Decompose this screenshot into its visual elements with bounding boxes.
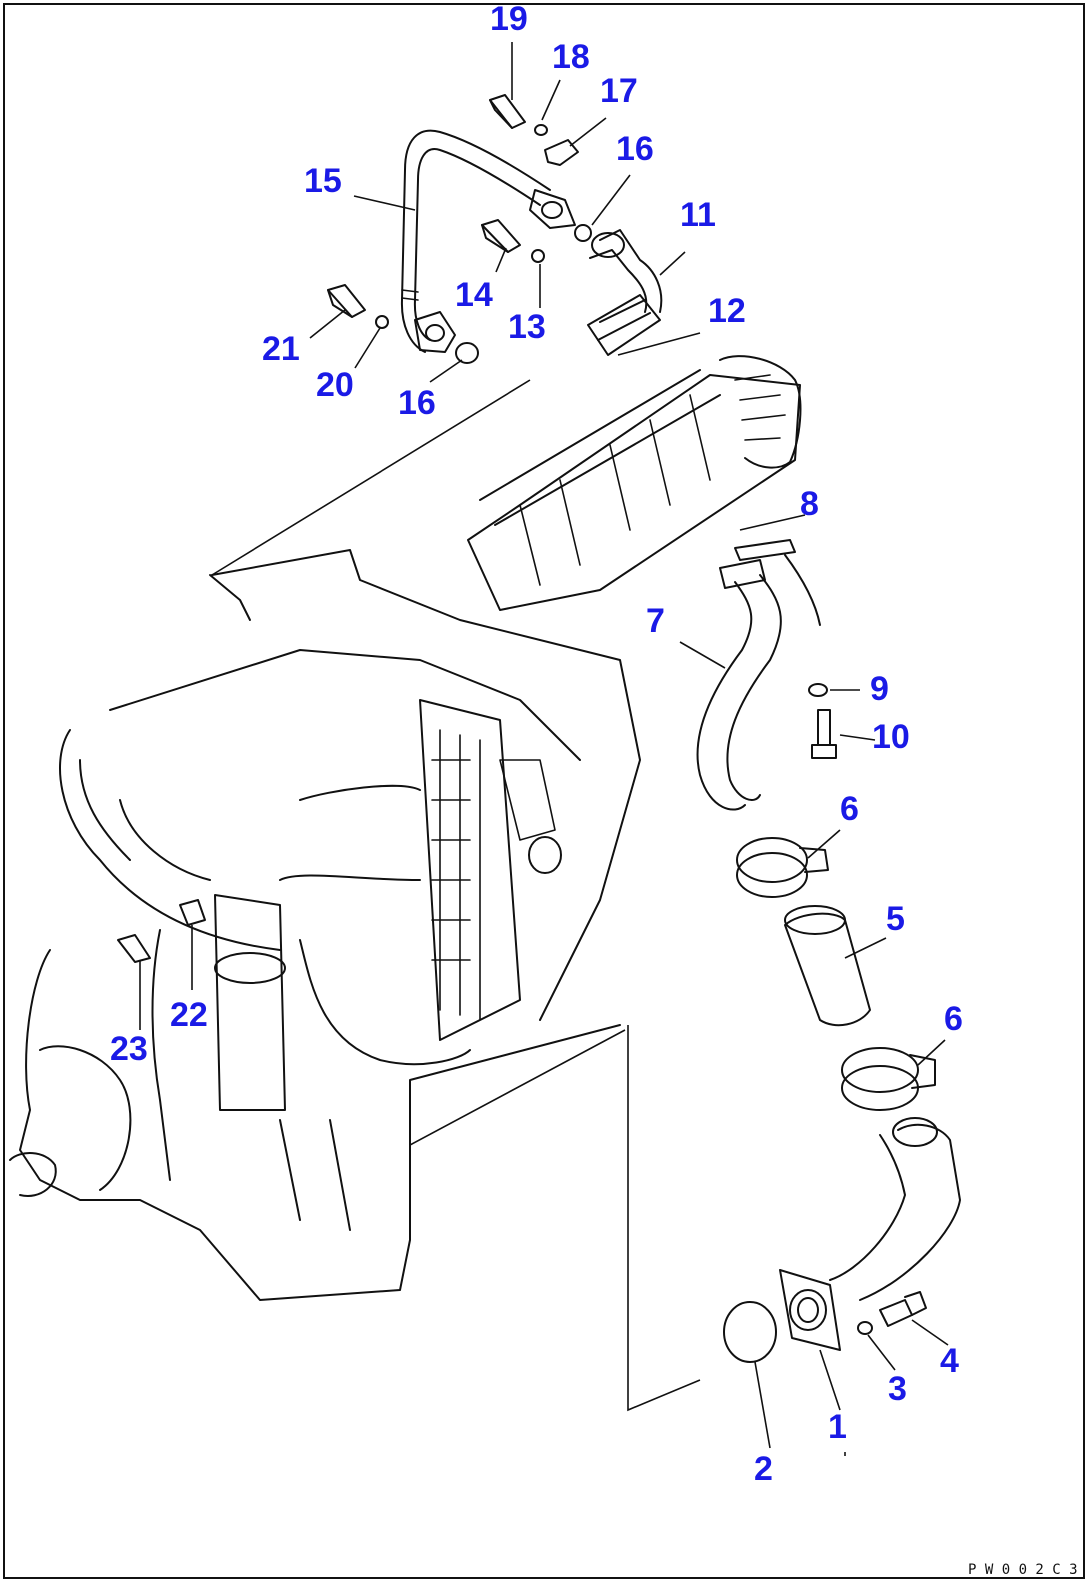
callout-17: 17	[600, 72, 638, 110]
callout-6-upper: 6	[840, 790, 859, 828]
callout-3: 3	[888, 1370, 907, 1408]
callout-13: 13	[508, 308, 546, 346]
flange-lower-left	[414, 311, 479, 364]
clamp-17	[544, 139, 579, 166]
callout-12: 12	[708, 292, 746, 330]
clamp-6-upper	[736, 837, 829, 898]
callout-22: 22	[170, 996, 208, 1034]
tube-11	[589, 229, 663, 313]
reference-lines	[211, 379, 701, 1412]
callout-21: 21	[262, 330, 300, 368]
callout-4: 4	[940, 1342, 959, 1380]
callout-6-lower: 6	[944, 1000, 963, 1038]
bolt-4	[879, 1291, 927, 1327]
washer-3	[857, 1321, 873, 1335]
clamp-6-lower	[841, 1047, 936, 1111]
callout-8: 8	[800, 485, 819, 523]
bracket-8	[719, 539, 796, 589]
sleeve-12	[587, 294, 661, 356]
bolt-14	[481, 219, 521, 253]
callout-11: 11	[680, 196, 716, 234]
hose-15	[400, 129, 551, 353]
cooler-body	[467, 355, 802, 611]
tube-7	[696, 554, 821, 811]
callout-20: 20	[316, 366, 354, 404]
callout-23: 23	[110, 1030, 148, 1068]
gasket-2	[723, 1301, 777, 1363]
drawing-code: P W 0 0 2 C 3	[968, 1562, 1078, 1578]
bolt-23	[117, 934, 151, 963]
leader-lines	[139, 42, 949, 1456]
washer-13	[531, 249, 545, 263]
engine-block	[9, 549, 641, 1301]
callout-9: 9	[870, 670, 889, 708]
washer-18	[534, 124, 548, 136]
callout-2: 2	[754, 1450, 773, 1488]
hose-5	[784, 905, 871, 1027]
diagram-frame	[3, 3, 1085, 1579]
callout-7: 7	[646, 602, 665, 640]
oring-16-upper	[574, 224, 592, 242]
callout-18: 18	[552, 38, 590, 76]
bolt-21	[327, 284, 366, 318]
flange-16-upper	[529, 189, 576, 229]
callout-labels: 19 18 17 16 15 11 14 12 21 13 20 16 8 7 …	[110, 0, 963, 1488]
elbow-pipe-1	[779, 1117, 961, 1351]
bolt-19	[489, 94, 526, 129]
callout-19: 19	[490, 0, 528, 38]
callout-5: 5	[886, 900, 905, 938]
clip-22	[179, 899, 206, 926]
callout-14: 14	[455, 276, 493, 314]
callout-16-bottom: 16	[398, 384, 436, 422]
callout-10: 10	[872, 718, 910, 756]
callout-15: 15	[304, 162, 342, 200]
washer-9	[808, 683, 828, 697]
bolt-10	[811, 709, 837, 759]
callout-1: 1	[828, 1408, 847, 1446]
washer-20	[375, 315, 389, 329]
callout-16-top: 16	[616, 130, 654, 168]
